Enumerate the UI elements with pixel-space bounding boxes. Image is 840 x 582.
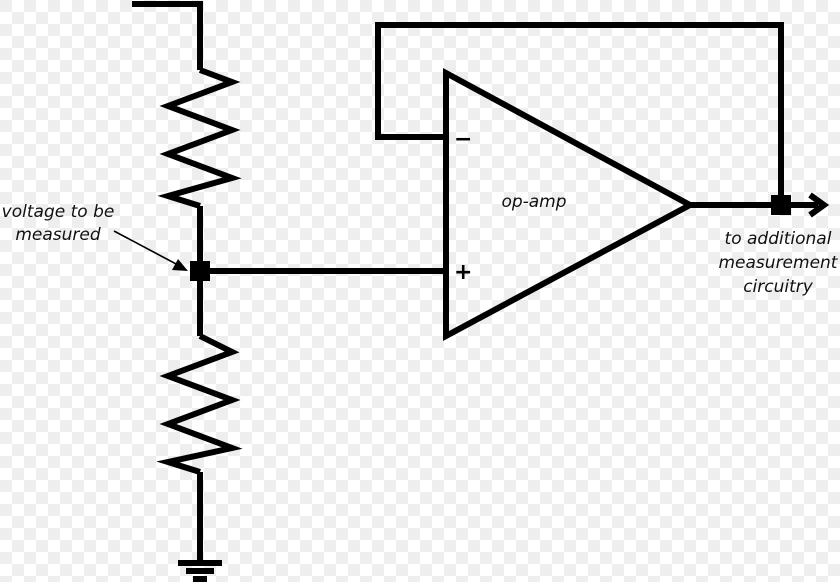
ground-symbol	[178, 560, 222, 582]
input-annotation-arrowhead	[172, 259, 188, 271]
output-arrow-icon	[808, 192, 830, 218]
upper-resistor	[157, 67, 242, 209]
divider-junction-node	[190, 261, 210, 281]
output-annotation-line-3: circuitry	[743, 277, 814, 297]
feedback-wire	[375, 22, 784, 205]
supply-wire	[132, 1, 203, 70]
output-annotation-line-2: measurement	[719, 253, 839, 273]
input-annotation-line-2: measured	[15, 225, 101, 245]
inverting-input-sign: −	[454, 127, 472, 152]
lower-resistor	[156, 333, 243, 475]
output-junction-node	[771, 195, 791, 215]
opamp-label: op-amp	[501, 192, 566, 212]
opamp-triangle	[443, 67, 697, 342]
noninverting-input-sign: +	[454, 260, 472, 285]
input-annotation-leader	[113, 230, 179, 266]
output-annotation-line-1: to additional	[725, 229, 832, 249]
input-annotation-line-1: voltage to be	[2, 202, 115, 222]
